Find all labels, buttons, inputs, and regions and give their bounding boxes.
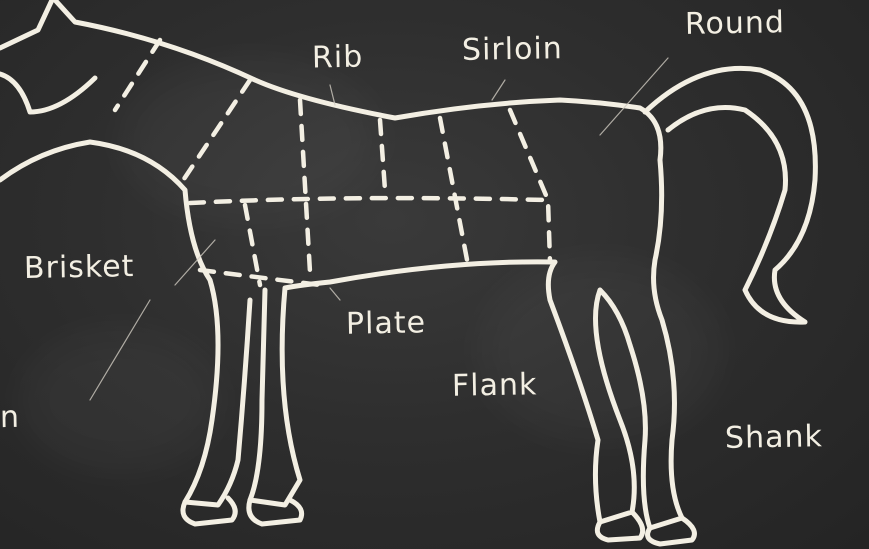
cut-line-sirloin-front <box>440 118 468 265</box>
cut-line-rib-back <box>380 120 385 190</box>
horse-tail <box>645 68 815 322</box>
label-flank: Flank <box>452 367 538 403</box>
cut-line-sirloin-back <box>510 110 550 262</box>
label-partial-edge: n <box>0 400 20 435</box>
cut-line-horizontal <box>190 198 545 203</box>
label-shank: Shank <box>725 419 823 456</box>
horse-mane-outline <box>0 74 95 112</box>
cut-line-neck-2 <box>180 80 250 185</box>
label-plate: Plate <box>346 305 427 341</box>
cut-line-brisket <box>245 205 260 285</box>
label-rib: Rib <box>312 40 364 76</box>
cut-line-neck-1 <box>115 40 160 110</box>
label-brisket: Brisket <box>24 249 135 286</box>
leader-line-plate <box>330 288 340 300</box>
chalk-scratch <box>90 300 150 400</box>
cut-line-rib-front <box>300 100 310 272</box>
leader-line-sirloin <box>492 80 505 100</box>
label-round: Round <box>685 5 786 42</box>
label-sirloin: Sirloin <box>462 31 563 68</box>
